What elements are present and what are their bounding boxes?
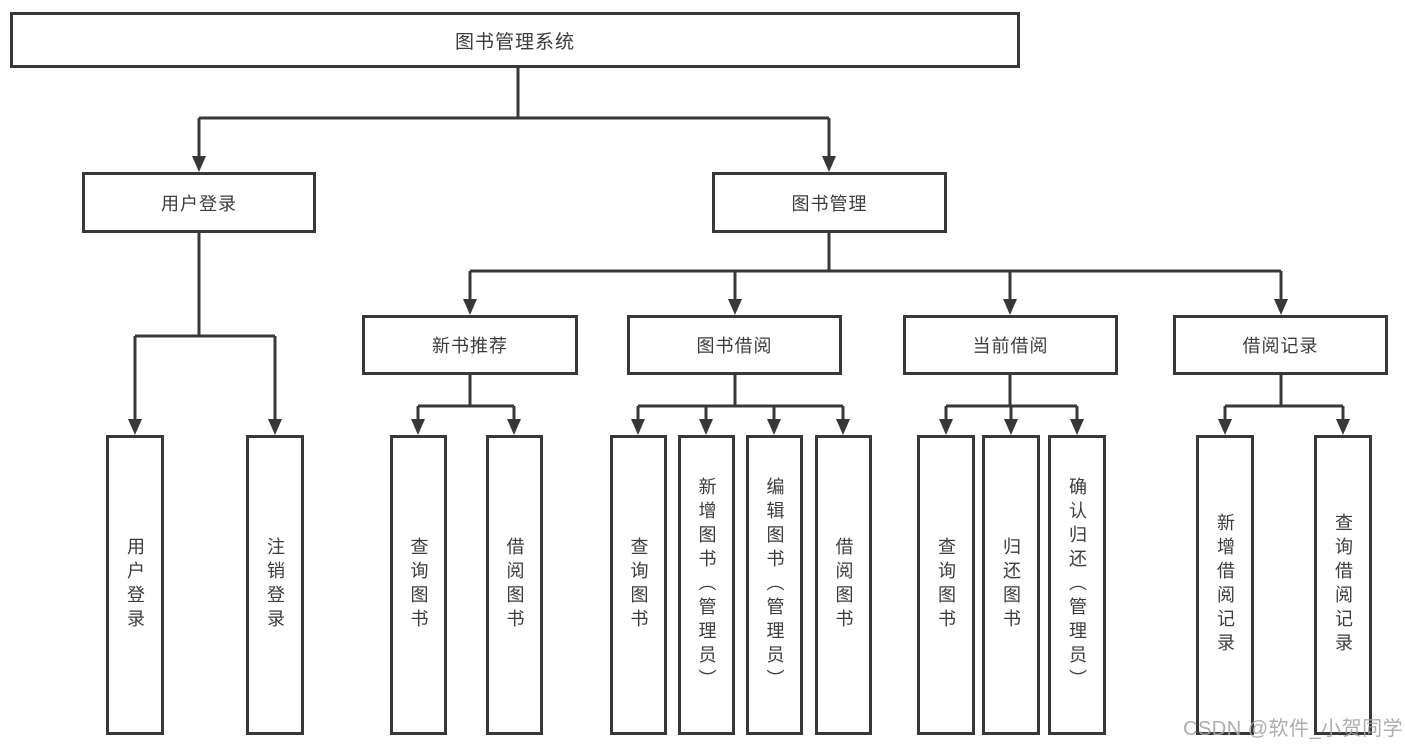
leaf-return-books: 归还图书	[982, 435, 1040, 735]
node-book-management: 图书管理	[712, 172, 947, 233]
leaf-query-books-borrowing: 查询图书	[610, 435, 667, 735]
node-library-management-system: 图书管理系统	[10, 12, 1020, 68]
node-user-login: 用户登录	[82, 172, 316, 233]
leaf-confirm-return-admin: 确认归还（管理员）	[1048, 435, 1106, 735]
node-book-borrowing: 图书借阅	[627, 315, 842, 375]
leaf-query-books-current: 查询图书	[917, 435, 975, 735]
leaf-query-books-recommend: 查询图书	[390, 435, 447, 735]
leaf-borrow-books: 借阅图书	[815, 435, 872, 735]
node-current-borrowing: 当前借阅	[903, 315, 1118, 375]
leaf-query-borrowing-record: 查询借阅记录	[1314, 435, 1372, 735]
leaf-borrow-books-recommend: 借阅图书	[486, 435, 543, 735]
node-new-book-recommendation: 新书推荐	[362, 315, 578, 375]
node-borrowing-records: 借阅记录	[1173, 315, 1388, 375]
csdn-watermark: CSDN @软件_小贺同学	[1183, 718, 1404, 740]
leaf-add-book-admin: 新增图书（管理员）	[678, 435, 735, 735]
leaf-user-login: 用户登录	[106, 435, 164, 735]
leaf-logout: 注销登录	[246, 435, 304, 735]
leaf-add-borrowing-record: 新增借阅记录	[1196, 435, 1254, 735]
leaf-edit-book-admin: 编辑图书（管理员）	[746, 435, 803, 735]
